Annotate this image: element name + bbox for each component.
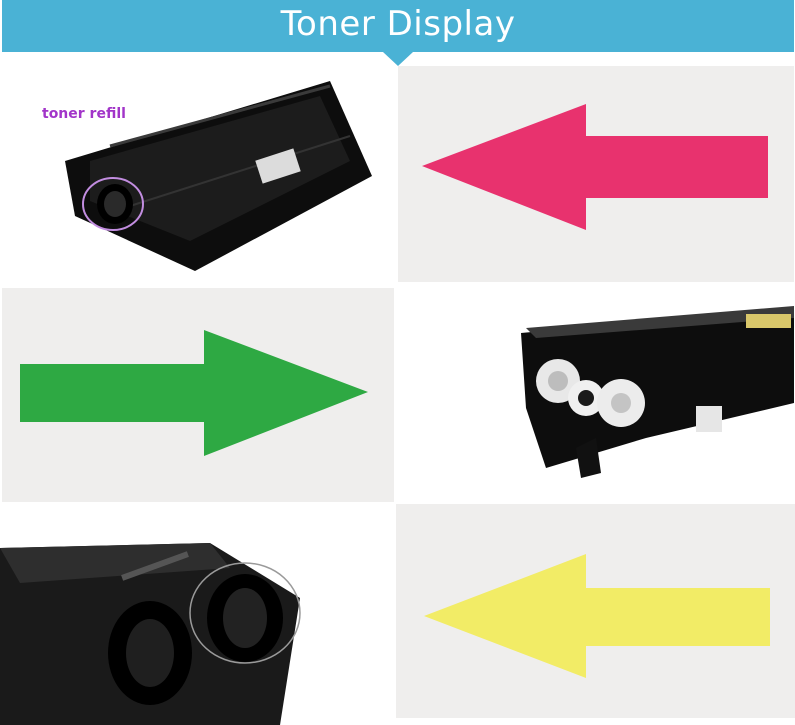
arrow-left-yellow-icon bbox=[424, 554, 770, 678]
banner-pointer bbox=[383, 52, 413, 66]
toner-refill-photo: toner refill bbox=[0, 66, 396, 284]
toner-cartridge-top-image bbox=[65, 81, 372, 271]
magenta-arrow-panel bbox=[398, 66, 794, 282]
header-banner: Toner Display bbox=[2, 0, 794, 52]
green-arrow-panel bbox=[2, 288, 394, 502]
yellow-arrow-panel bbox=[396, 504, 795, 718]
toner-cartridge-ports-image bbox=[0, 543, 301, 725]
page-title: Toner Display bbox=[280, 4, 516, 44]
toner-ports-photo bbox=[0, 508, 396, 725]
arrow-right-green-icon bbox=[20, 330, 368, 456]
toner-gear-photo bbox=[396, 288, 795, 502]
arrow-left-magenta-icon bbox=[422, 104, 768, 230]
toner-cartridge-gears-image bbox=[521, 306, 794, 478]
toner-refill-caption: toner refill bbox=[42, 106, 126, 122]
